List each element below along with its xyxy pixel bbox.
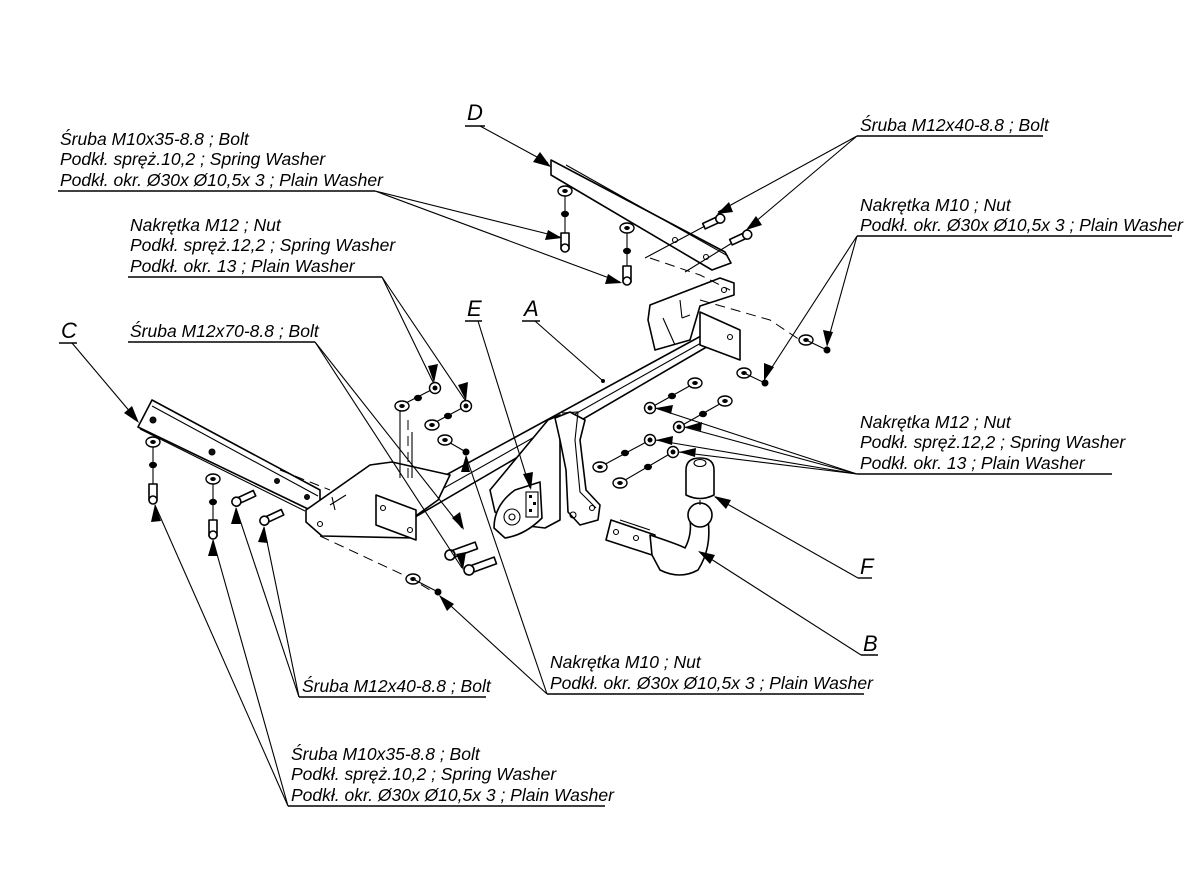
callout-line: Podkł. spręż.10,2 ; Spring Washer [291,764,557,784]
callout-top-right-bolt: Śruba M12x40-8.8 ; Bolt [857,114,1050,137]
long-bolts [444,541,498,576]
part-letter-b: B [861,631,878,656]
svg-text:A: A [522,296,539,321]
tow-arm [554,411,601,526]
callout-line: Nakrętka M10 ; Nut [860,195,1012,215]
socket-plate-e [493,481,543,539]
ball-cap-f [685,457,715,505]
callout-line: Podkł. spręż.12,2 ; Spring Washer [130,235,396,255]
part-letter-d: D [465,100,485,127]
callout-line: Nakrętka M12 ; Nut [130,215,282,235]
callout-line: Podkł. okr. Ø30x Ø10,5x 3 ; Plain Washer [291,785,615,805]
left-mount-plate [305,461,451,541]
bracket-d [550,159,732,271]
part-letter-a: A [522,296,540,322]
callout-bottom-bolt: Śruba M12x40-8.8 ; Bolt [299,675,492,698]
callout-line: Śruba M12x40-8.8 ; Bolt [860,114,1050,135]
part-letter-e: E [465,296,482,322]
callout-right-nut-set: Nakrętka M10 ; Nut Podkł. okr. Ø30x Ø10,… [857,195,1184,237]
svg-text:D: D [467,100,483,125]
svg-text:B: B [863,631,878,656]
callout-line: Podkł. okr. Ø30x Ø10,5x 3 ; Plain Washer [860,215,1184,235]
callout-line: Nakrętka M12 ; Nut [860,412,1012,432]
callout-top-left-bolt-set: Śruba M10x35-8.8 ; Bolt Podkł. spręż.10,… [58,128,384,192]
callout-line: Podkł. okr. 13 ; Plain Washer [130,256,356,276]
callout-line: Podkł. okr. 13 ; Plain Washer [860,453,1086,473]
right-nut-stacks [592,334,831,489]
c-bracket-fasteners [145,436,285,540]
callout-line: Śruba M12x40-8.8 ; Bolt [302,675,492,696]
callout-line: Śruba M10x35-8.8 ; Bolt [60,128,250,149]
svg-text:F: F [860,554,875,579]
part-letter-c: C [59,318,77,344]
callout-line: Podkł. okr. Ø30x Ø10,5x 3 ; Plain Washer [550,673,874,693]
lower-nut-stack [405,573,442,596]
callout-line: Śruba M10x35-8.8 ; Bolt [291,743,481,764]
callout-line: Podkł. spręż.10,2 ; Spring Washer [60,149,326,169]
callout-long-bolt: Śruba M12x70-8.8 ; Bolt [128,320,320,343]
svg-text:C: C [61,318,77,343]
svg-text:E: E [467,296,482,321]
callout-left-nut-set: Nakrętka M12 ; Nut Podkł. spręż.12,2 ; S… [128,215,396,278]
d-bracket-fasteners [557,185,753,286]
callout-line: Nakrętka M10 ; Nut [550,652,702,672]
callout-line: Podkł. spręż.12,2 ; Spring Washer [860,432,1126,452]
ball-hitch-b [605,502,713,576]
right-mount-plate [647,277,741,361]
part-letter-f: F [858,554,875,579]
bracket-c [137,399,321,514]
callout-line: Podkł. okr. Ø30x Ø10,5x 3 ; Plain Washer [60,170,384,190]
leader-lines [71,125,862,807]
callout-line: Śruba M12x70-8.8 ; Bolt [130,320,320,341]
left-nut-stack [394,381,473,456]
callout-bottom-nut-set: Nakrętka M10 ; Nut Podkł. okr. Ø30x Ø10,… [547,652,874,695]
callout-right-nut-set-m12: Nakrętka M12 ; Nut Podkł. spręż.12,2 ; S… [857,412,1126,475]
callout-bottom-left-bolt-set: Śruba M10x35-8.8 ; Bolt Podkł. spręż.10,… [288,743,615,807]
